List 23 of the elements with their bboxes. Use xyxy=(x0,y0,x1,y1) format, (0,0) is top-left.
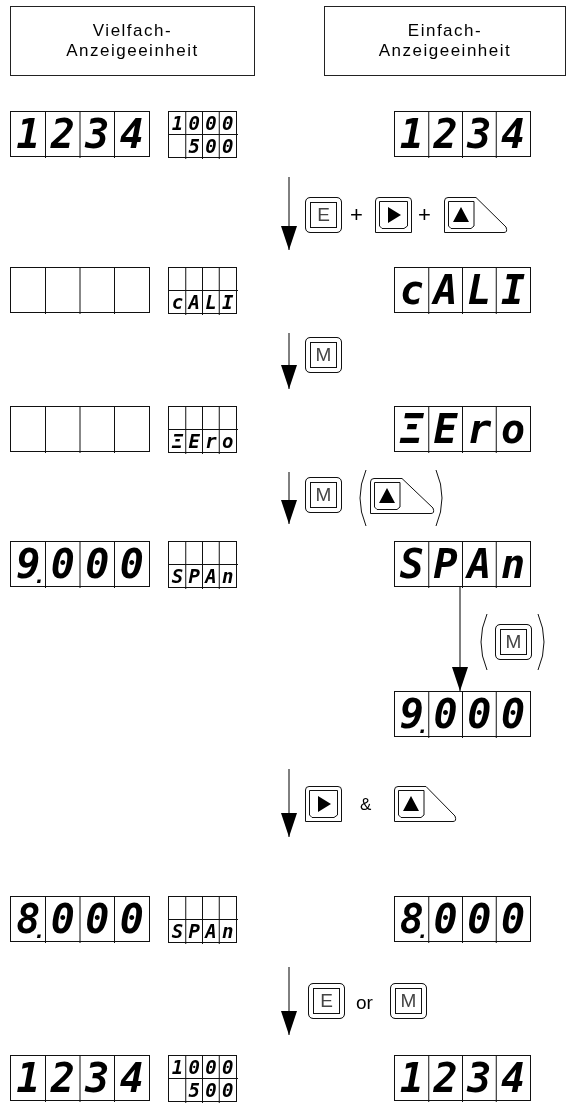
key-button: M xyxy=(305,477,342,513)
header-box xyxy=(10,6,255,76)
operator-label: & xyxy=(360,796,372,813)
key-button: E xyxy=(308,983,345,1019)
operator-label: + xyxy=(418,204,431,226)
operator-label: + xyxy=(350,204,363,226)
dual-segment-display xyxy=(168,267,237,314)
header-label: Einfach- Anzeigeeinheit xyxy=(377,20,513,62)
key-button: M xyxy=(495,624,532,660)
header-box xyxy=(324,6,566,76)
segment-display xyxy=(10,267,150,313)
key-button: M xyxy=(390,983,427,1019)
dual-segment-display xyxy=(168,111,237,158)
key-button: E xyxy=(305,197,342,233)
dual-segment-display xyxy=(168,896,237,943)
dual-segment-display xyxy=(168,1055,237,1102)
arrow xyxy=(452,586,468,692)
dual-segment-display xyxy=(168,406,237,453)
header-label: Vielfach- Anzeigeeinheit xyxy=(65,20,200,62)
key-button: M xyxy=(305,337,342,373)
operator-label: or xyxy=(356,993,373,1012)
segment-display xyxy=(10,406,150,452)
dual-segment-display xyxy=(168,541,237,588)
